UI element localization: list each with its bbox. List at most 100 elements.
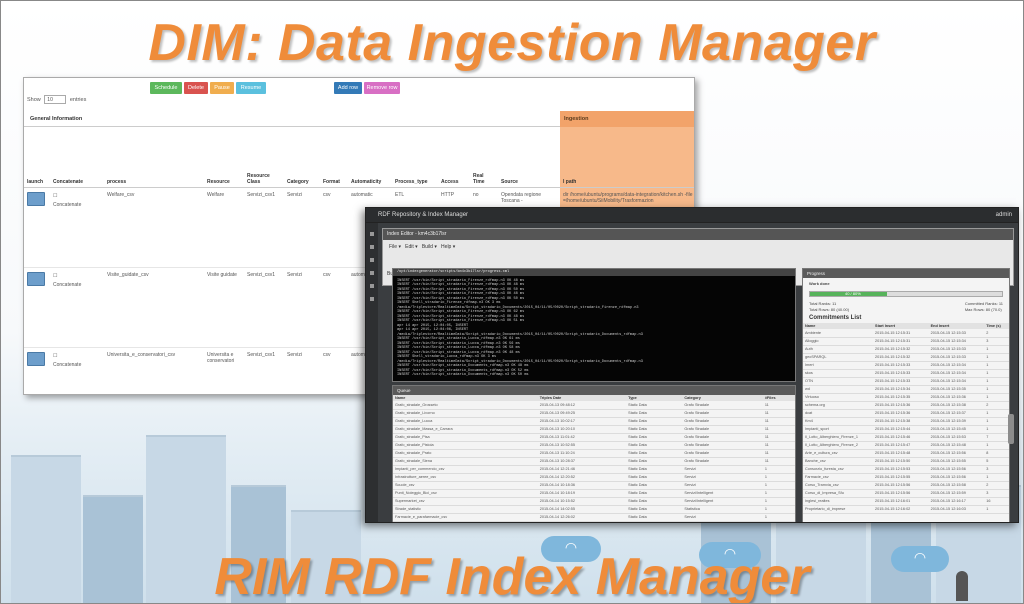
menu-file[interactable]: File [389, 244, 398, 250]
delete-button[interactable]: Delete [184, 82, 208, 94]
col-real-time[interactable]: Real Time [470, 127, 498, 188]
home-icon[interactable] [370, 232, 374, 236]
commitment-cell: 2015-04-15 12:15:31 [873, 337, 929, 346]
launch-button[interactable] [27, 191, 45, 206]
resume-button[interactable]: Resume [236, 82, 266, 94]
queue-cell: 11 [762, 457, 795, 466]
cell-resource-class: Servizi_csv1 [244, 187, 284, 268]
menu-edit[interactable]: Edit [405, 244, 414, 250]
queue-cell: 2015-04-13 10:52:55 [537, 441, 627, 450]
queue-cell: Static Data [626, 433, 683, 442]
gear-icon[interactable] [370, 297, 374, 301]
menu-help[interactable]: Help [441, 244, 452, 250]
commitment-cell: 1 [984, 377, 1009, 386]
col-source[interactable]: Source [498, 127, 560, 188]
queue-column-header[interactable]: Triples Date [537, 395, 627, 401]
commitment-cell: 2015-04-15 12:15:34 [873, 385, 929, 394]
list-icon[interactable] [370, 258, 374, 262]
concat-checkbox-icon[interactable]: ☐ [53, 272, 58, 279]
col-access[interactable]: Access [438, 127, 470, 188]
entries-select[interactable]: 10 [44, 95, 67, 104]
pause-button[interactable]: Pause [210, 82, 234, 94]
remove-row-button[interactable]: Remove row [364, 82, 400, 94]
user-icon[interactable] [370, 271, 374, 275]
launch-button[interactable] [27, 351, 45, 366]
commitments-column-header[interactable]: Name [803, 323, 874, 329]
add-row-button[interactable]: Add row [334, 82, 362, 94]
col-category[interactable]: Category [284, 127, 320, 188]
commitments-column-header[interactable]: End Insert [928, 323, 985, 329]
col-launch[interactable]: launch [24, 127, 50, 188]
commitment-cell: 2015-04-15 12:15:37 [928, 409, 985, 418]
edit-icon[interactable] [370, 245, 374, 249]
launch-button[interactable] [27, 271, 45, 286]
console-line: apr 14 apr 2015, 12:04:06, INSERT [397, 328, 469, 332]
concat-checkbox-icon[interactable]: ☐ [53, 192, 58, 199]
queue-column-header[interactable]: #Files [762, 395, 795, 401]
commitments-column-header[interactable]: Start Insert [873, 323, 929, 329]
col-process[interactable]: process [104, 127, 204, 188]
user-menu[interactable]: admin [995, 212, 1012, 218]
console-title: /opt/indexgenerator/scripts/km4c3b17lsr/… [393, 269, 795, 276]
col-resource-class[interactable]: Resource Class [244, 127, 284, 188]
commitment-cell: 2 [984, 481, 1009, 490]
col-format[interactable]: Format [320, 127, 348, 188]
commitment-cell: 7 [984, 433, 1009, 442]
queue-column-header[interactable]: Type [626, 395, 683, 401]
queue-cell: Scuole_csv [393, 481, 538, 490]
queue-column-header[interactable]: Name [393, 395, 538, 401]
chart-icon[interactable] [370, 284, 374, 288]
scrollbar[interactable] [1008, 414, 1014, 444]
menu-build[interactable]: Build [421, 244, 433, 250]
col-concatenate[interactable]: Concatenate [50, 127, 104, 188]
schedule-button[interactable]: Schedule [150, 82, 182, 94]
concat-checkbox-icon[interactable]: ☐ [53, 352, 58, 359]
commitments-column-header[interactable]: Time (s) [984, 323, 1009, 329]
col-resource[interactable]: Resource [204, 127, 244, 188]
col-path[interactable]: l path [560, 127, 694, 188]
queue-column-header[interactable]: Category [682, 395, 763, 401]
commitment-cell: 2015-04-15 12:16:03 [928, 505, 985, 514]
rdf-screenshot: RDF Repository & Index Manager admin Ind… [365, 207, 1019, 523]
col-automaticity[interactable]: Automaticity [348, 127, 392, 188]
col-process-type[interactable]: Process_type [392, 127, 438, 188]
